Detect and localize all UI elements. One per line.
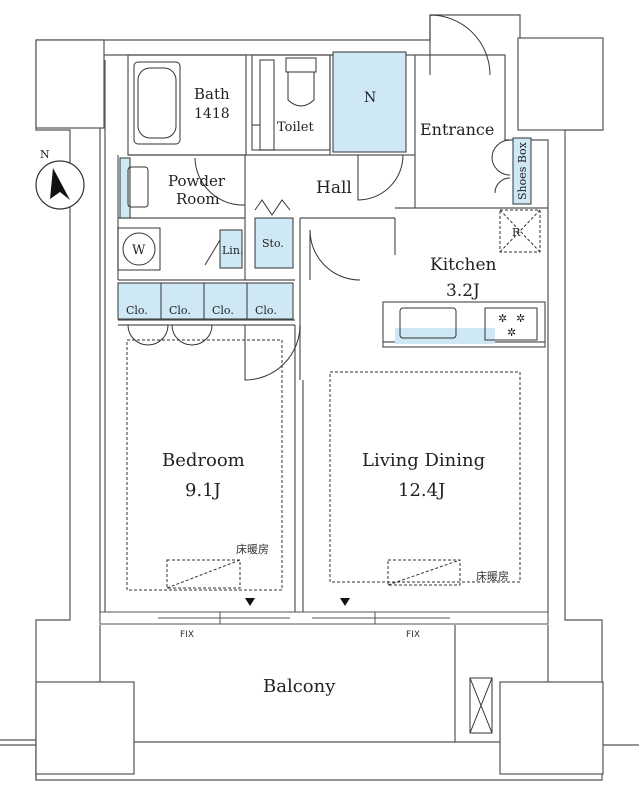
column-bottom-left [35, 681, 135, 775]
column-top-left [35, 39, 105, 129]
north-label: N [40, 148, 50, 161]
room-dashed-outlines [126, 339, 521, 591]
column-top-right [517, 37, 604, 131]
floor-heating-living: 床暖房 [476, 569, 509, 583]
doors [194, 14, 491, 381]
fix-label-left: FIX [180, 630, 194, 640]
linen-label: Lin. [222, 244, 243, 257]
burner-1: ✲ [498, 312, 507, 325]
linen-closet [219, 229, 243, 269]
door-marker-left [245, 598, 255, 606]
door-marker-right [340, 598, 350, 606]
closet-label-4: Clo. [255, 304, 277, 317]
powder-room-line1: Powder [168, 172, 226, 190]
kitchen-counter [395, 328, 495, 344]
closet-dividers [160, 283, 248, 319]
storage-n [332, 51, 407, 153]
compass-icon [35, 160, 85, 210]
closet-label-2: Clo. [169, 304, 191, 317]
washbasin-counter [119, 157, 131, 219]
sink [127, 166, 149, 208]
outdoor-unit [469, 677, 493, 734]
kitchen-label: Kitchen [430, 255, 496, 275]
washer [117, 227, 161, 271]
windows [99, 611, 549, 625]
shoes-box-label: Shoes Box [516, 141, 529, 200]
closet-label-3: Clo. [212, 304, 234, 317]
n-label: N [364, 90, 376, 106]
closet-label-1: Clo. [126, 304, 148, 317]
entrance-label: Entrance [420, 120, 494, 139]
storage-label: Sto. [262, 237, 284, 250]
toilet-label: Toilet [277, 120, 314, 135]
toilet-fixture [252, 57, 317, 151]
bedroom-label: Bedroom [162, 450, 245, 471]
fridge-label: R [512, 226, 521, 239]
balcony-outline [0, 625, 639, 746]
bath-size: 1418 [194, 106, 230, 122]
washer-label: W [132, 243, 146, 258]
fix-label-right: FIX [406, 630, 420, 640]
closet-strip [117, 282, 294, 320]
burner-2: ✲ [516, 312, 525, 325]
shoe-door-arcs [491, 139, 511, 194]
kitchen-fixtures [399, 307, 538, 341]
balcony-label: Balcony [263, 676, 336, 697]
interior-walls [117, 54, 548, 612]
floor-heating-bedroom: 床暖房 [236, 542, 269, 556]
hall-label: Hall [316, 178, 352, 198]
kitchen-size: 3.2J [446, 281, 480, 301]
bath-label: Bath [194, 85, 230, 103]
storage-box [254, 217, 294, 269]
closet-door-arcs [127, 324, 213, 346]
living-dining-label: Living Dining [362, 450, 485, 471]
burner-3: ✲ [507, 326, 516, 339]
living-dining-size: 12.4J [398, 480, 445, 501]
powder-room-line2: Room [176, 190, 220, 208]
bedroom-size: 9.1J [185, 480, 221, 501]
shoes-box [512, 137, 532, 205]
bathtub [133, 61, 181, 145]
column-bottom-right [499, 681, 604, 775]
fridge-space [499, 209, 541, 253]
